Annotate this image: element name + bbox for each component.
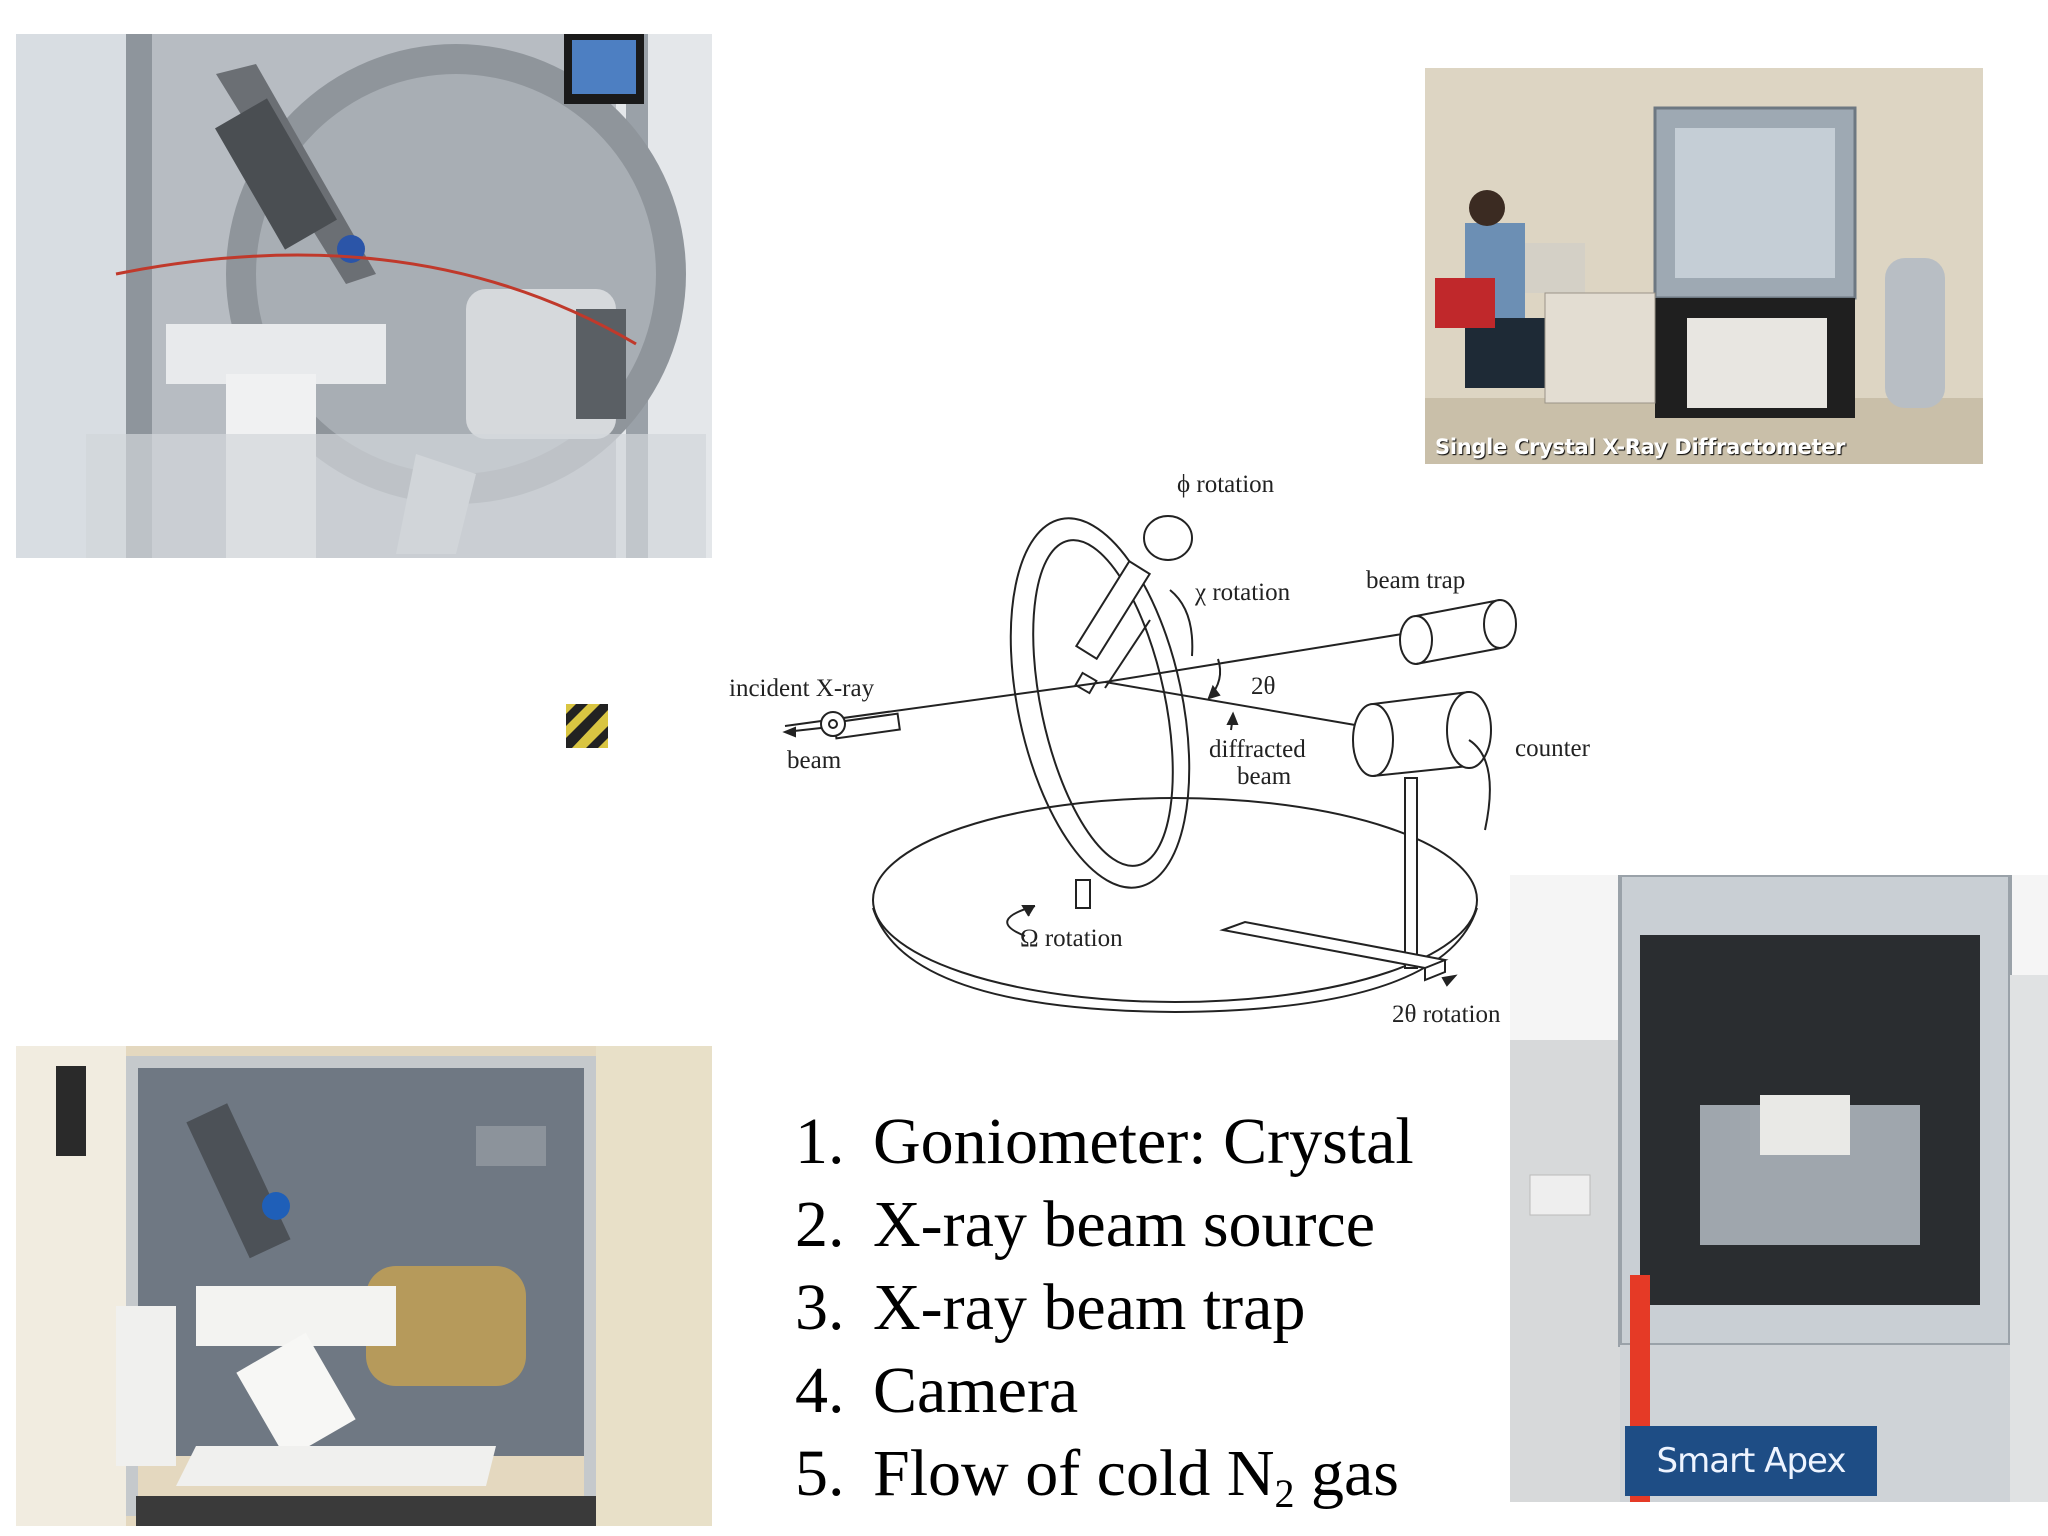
photo-diffractometer-cabinet bbox=[16, 1046, 712, 1526]
list-item: 4.Camera bbox=[795, 1354, 1079, 1427]
label-two-theta: 2θ bbox=[1251, 673, 1275, 700]
components-list: 1.Goniometer: Crystal 2.X-ray beam sourc… bbox=[795, 1100, 1414, 1535]
diffractometer-schematic: ϕ rotation χ rotation beam trap incident… bbox=[729, 471, 1591, 1028]
photo-caption: Single Crystal X-Ray Diffractometer bbox=[1435, 435, 1846, 459]
label-omega-rotation: Ω rotation bbox=[1020, 925, 1123, 952]
label-beam: beam bbox=[787, 747, 842, 774]
label-chi-rotation: χ rotation bbox=[1194, 579, 1291, 606]
photo-smart-apex-cabinet bbox=[1510, 875, 2048, 1502]
photo-lab-diffractometer bbox=[1425, 68, 1983, 464]
label-counter: counter bbox=[1515, 735, 1591, 762]
label-incident-xray: incident X-ray bbox=[729, 675, 875, 702]
label-diffracted: diffracted bbox=[1209, 736, 1306, 763]
label-phi-rotation: ϕ rotation bbox=[1177, 471, 1275, 498]
list-item: 3.X-ray beam trap bbox=[795, 1271, 1306, 1344]
label-diffracted-beam: beam bbox=[1237, 763, 1292, 790]
label-two-theta-rotation: 2θ rotation bbox=[1392, 1001, 1501, 1028]
list-item: 1.Goniometer: Crystal bbox=[795, 1105, 1414, 1178]
list-item: 2.X-ray beam source bbox=[795, 1188, 1376, 1261]
photo-diffractometer-closeup bbox=[16, 34, 712, 558]
label-beam-trap: beam trap bbox=[1366, 567, 1465, 594]
smart-apex-badge: Smart Apex bbox=[1625, 1426, 1877, 1496]
striped-thumbnail-icon bbox=[566, 704, 608, 748]
list-item: 5.Flow of cold N2 gas bbox=[795, 1437, 1399, 1516]
